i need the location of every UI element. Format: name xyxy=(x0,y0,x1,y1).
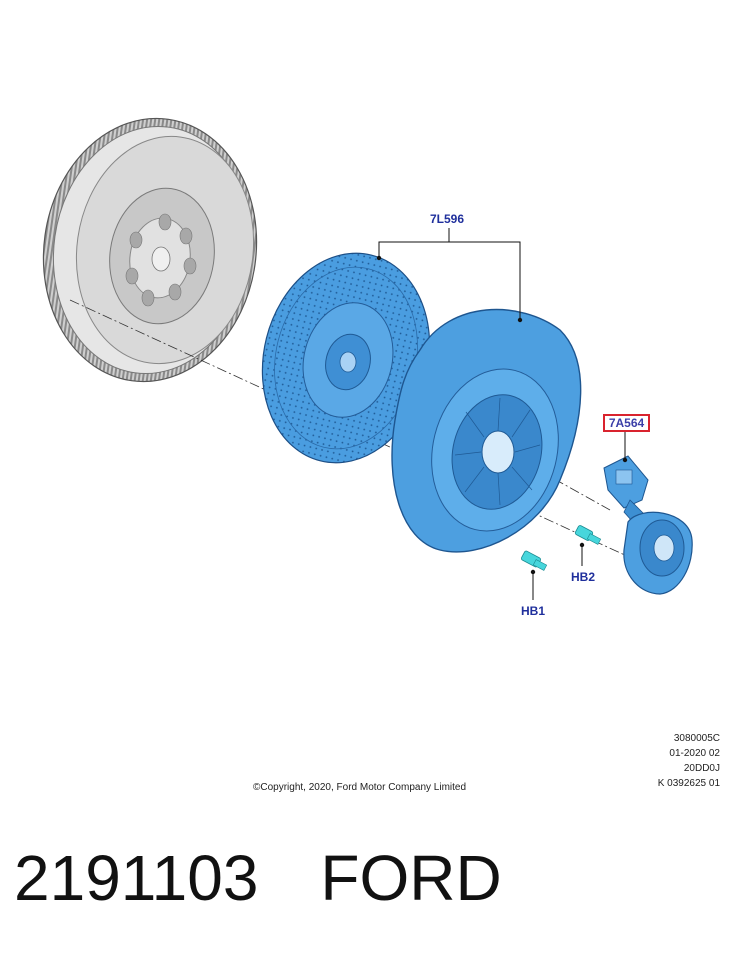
callout-7l596: 7L596 xyxy=(430,212,465,226)
reference-code-line: 01-2020 02 xyxy=(669,748,720,759)
pressure-plate xyxy=(391,308,582,553)
reference-code-line: K 0392625 01 xyxy=(657,778,720,789)
reference-codes: 3080005C 01-2020 02 20DD0J K 0392625 01 xyxy=(658,731,720,791)
reference-code-line: 20DD0J xyxy=(683,763,720,774)
exploded-parts-diagram xyxy=(42,117,693,600)
bolt-hb1 xyxy=(521,550,548,571)
clutch-disc xyxy=(261,252,431,464)
callout-hb1: HB1 xyxy=(521,604,546,618)
callout-7a564-highlighted: 7A564 xyxy=(603,414,650,432)
slave-cylinder xyxy=(603,455,693,595)
part-caption: 2191103 FORD xyxy=(14,838,502,918)
callout-hb2: HB2 xyxy=(571,570,596,584)
leader-lines xyxy=(378,228,626,600)
reference-code-line: 3080005C xyxy=(673,733,720,744)
leader-dots xyxy=(376,255,628,575)
copyright-notice: ©Copyright, 2020, Ford Motor Company Lim… xyxy=(253,782,467,793)
bolt-hb2 xyxy=(574,525,602,545)
flywheel xyxy=(42,117,258,383)
brand-name: FORD xyxy=(320,842,502,914)
part-number: 2191103 xyxy=(14,842,259,914)
